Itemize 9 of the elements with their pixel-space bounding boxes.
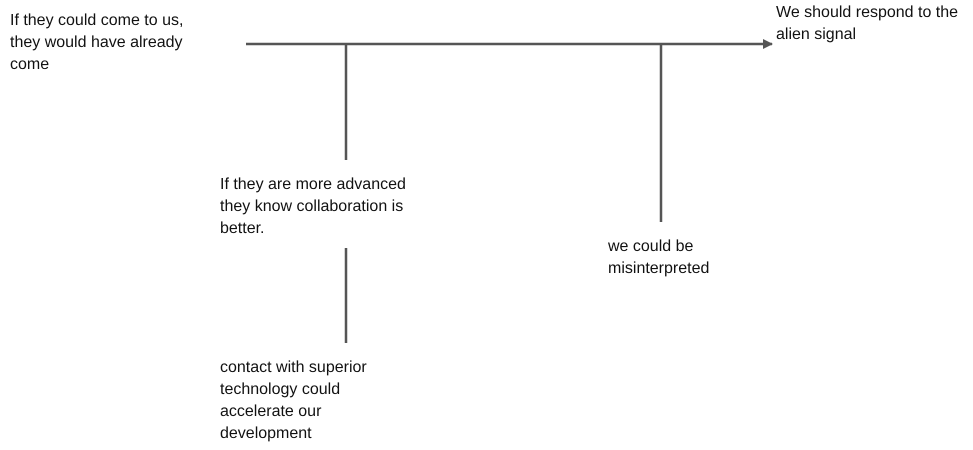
node-text: If they could come to us, they would have already come [10, 11, 184, 75]
connector-line [660, 44, 662, 222]
connector-line [344, 248, 348, 343]
node-text: contact with superior technology could accelerate our development [220, 358, 368, 444]
arrow [246, 39, 773, 49]
node-text: If they are more advanced they know collaboration is better. [220, 175, 407, 239]
node-text: We should respond to the alien signal [776, 3, 960, 45]
node-text: we could be misinterpreted [608, 237, 710, 279]
connector-line [344, 44, 348, 160]
